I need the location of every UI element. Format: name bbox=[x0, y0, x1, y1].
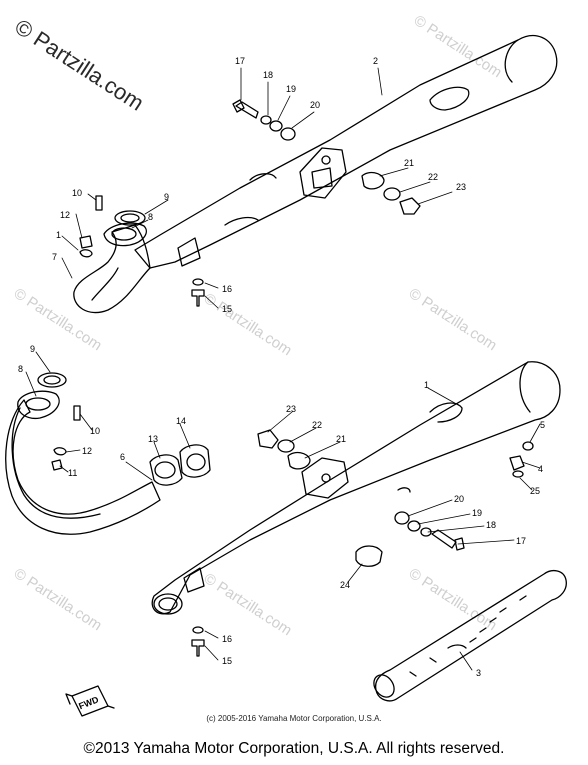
callout-23: 23 bbox=[456, 182, 466, 192]
callout-19: 19 bbox=[286, 84, 296, 94]
callout-23: 23 bbox=[286, 404, 296, 414]
lower-clamp-13[interactable] bbox=[149, 454, 183, 486]
lower-washer-12[interactable] bbox=[53, 447, 67, 456]
lower-grommet-21[interactable] bbox=[287, 451, 311, 470]
callout-9: 9 bbox=[164, 192, 169, 202]
lower-flange[interactable] bbox=[17, 390, 60, 420]
upper-nut-12[interactable] bbox=[79, 235, 93, 249]
lower-muffler-tail[interactable] bbox=[153, 593, 183, 615]
callout-2: 2 bbox=[373, 56, 378, 66]
forward-direction-indicator: FWD bbox=[65, 685, 115, 717]
lower-grommet-24[interactable] bbox=[355, 545, 383, 567]
callout-17: 17 bbox=[235, 56, 245, 66]
lower-bolt-17[interactable] bbox=[431, 529, 457, 549]
callout-10: 10 bbox=[90, 426, 100, 436]
lower-nut-4[interactable] bbox=[509, 455, 525, 471]
upper-washer-18[interactable] bbox=[260, 115, 272, 125]
lower-bolt-10[interactable] bbox=[73, 405, 81, 421]
callout-20: 20 bbox=[310, 100, 320, 110]
upper-flange[interactable] bbox=[103, 222, 147, 247]
upper-muffler-body[interactable] bbox=[134, 35, 558, 269]
lower-nut-23[interactable] bbox=[257, 429, 279, 449]
callout-1: 1 bbox=[424, 380, 429, 390]
upper-muffler-bracket[interactable] bbox=[299, 147, 347, 199]
callout-13: 13 bbox=[148, 434, 158, 444]
silencer-insert[interactable] bbox=[374, 569, 567, 702]
upper-exhaust-pipe[interactable] bbox=[73, 224, 151, 314]
lower-muffler-bracket[interactable] bbox=[301, 457, 349, 499]
callout-1: 1 bbox=[56, 230, 61, 240]
lower-gasket[interactable] bbox=[37, 372, 67, 388]
upper-bolt-15[interactable] bbox=[191, 289, 205, 307]
lower-washer-20[interactable] bbox=[394, 511, 410, 525]
lower-washer-5[interactable] bbox=[522, 441, 534, 451]
callout-6: 6 bbox=[120, 452, 125, 462]
upper-washer-20[interactable] bbox=[280, 127, 296, 141]
upper-washer-19[interactable] bbox=[269, 120, 283, 132]
callout-3: 3 bbox=[476, 668, 481, 678]
upper-bolt-17[interactable] bbox=[235, 101, 259, 119]
callout-7: 7 bbox=[52, 252, 57, 262]
callout-16: 16 bbox=[222, 284, 232, 294]
callout-21: 21 bbox=[336, 434, 346, 444]
callout-8: 8 bbox=[148, 212, 153, 222]
lower-muffler-assembly bbox=[5, 351, 567, 702]
callout-19: 19 bbox=[472, 508, 482, 518]
lower-nut-11[interactable] bbox=[51, 459, 63, 471]
upper-washer-1[interactable] bbox=[79, 249, 93, 258]
callout-8: 8 bbox=[18, 364, 23, 374]
callout-4: 4 bbox=[538, 464, 543, 474]
callout-22: 22 bbox=[428, 172, 438, 182]
callout-21: 21 bbox=[404, 158, 414, 168]
callout-10: 10 bbox=[72, 188, 82, 198]
lower-clamp-14[interactable] bbox=[179, 444, 211, 478]
callout-14: 14 bbox=[176, 416, 186, 426]
callout-18: 18 bbox=[263, 70, 273, 80]
diagram-copyright: (c) 2005-2016 Yamaha Motor Corporation, … bbox=[206, 714, 382, 723]
callout-22: 22 bbox=[312, 420, 322, 430]
callout-12: 12 bbox=[82, 446, 92, 456]
footer-copyright: ©2013 Yamaha Motor Corporation, U.S.A. A… bbox=[83, 740, 505, 757]
upper-bolt-10[interactable] bbox=[95, 195, 103, 211]
upper-nut-23[interactable] bbox=[399, 197, 421, 215]
lower-bolt-15[interactable] bbox=[191, 639, 205, 657]
lower-collar-22[interactable] bbox=[277, 439, 295, 453]
callout-5: 5 bbox=[540, 420, 545, 430]
lower-washer-16[interactable] bbox=[192, 626, 204, 634]
callout-24: 24 bbox=[340, 580, 350, 590]
callout-15: 15 bbox=[222, 656, 232, 666]
callout-25: 25 bbox=[530, 486, 540, 496]
lower-muffler-body[interactable] bbox=[151, 361, 561, 615]
callout-20: 20 bbox=[454, 494, 464, 504]
fwd-label: FWD bbox=[77, 694, 100, 711]
callout-16: 16 bbox=[222, 634, 232, 644]
upper-grommet-21[interactable] bbox=[361, 171, 385, 190]
lower-washer-19[interactable] bbox=[407, 520, 421, 532]
lower-muffler-highlight bbox=[429, 402, 463, 423]
upper-collar-22[interactable] bbox=[383, 187, 401, 201]
upper-gasket[interactable] bbox=[114, 210, 146, 226]
callout-9: 9 bbox=[30, 344, 35, 354]
callout-12: 12 bbox=[60, 210, 70, 220]
callout-17: 17 bbox=[516, 536, 526, 546]
upper-muffler-assembly bbox=[61, 35, 558, 314]
callout-18: 18 bbox=[486, 520, 496, 530]
callout-15: 15 bbox=[222, 304, 232, 314]
upper-washer-16[interactable] bbox=[192, 278, 204, 286]
lower-exhaust-pipe[interactable] bbox=[5, 399, 161, 535]
lower-bolt-25[interactable] bbox=[512, 470, 524, 478]
upper-muffler-highlight bbox=[429, 86, 470, 111]
callout-11: 11 bbox=[68, 468, 77, 478]
